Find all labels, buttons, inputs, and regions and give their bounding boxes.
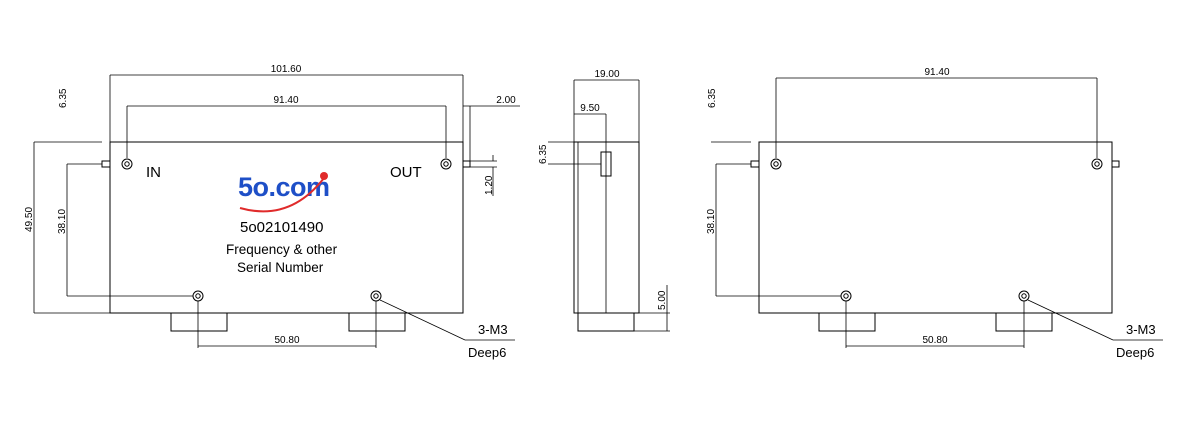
dim-depth: 19.00 [594, 69, 619, 80]
connector-in-stub [101, 160, 111, 168]
front-view: 101.60 91.40 2.00 6.35 49.50 38.10 1.20 [24, 64, 520, 360]
dim-foot: 5.00 [657, 290, 668, 310]
back-connector-right-stub [1111, 160, 1120, 168]
back-hole-top-left [770, 158, 782, 170]
dim-connector-pos: 9.50 [580, 103, 600, 114]
logo-dot [320, 172, 328, 180]
side-foot [577, 312, 635, 332]
logo-swoosh [239, 177, 325, 213]
note-line-1: Frequency & other [226, 242, 338, 257]
back-body [758, 141, 1113, 314]
hole-bottom-right [370, 290, 382, 302]
dim-height: 49.50 [24, 207, 35, 232]
front-foot-left [170, 312, 228, 332]
back-hole-bottom-right [1018, 290, 1030, 302]
brand-logo: 5o.com [238, 172, 330, 213]
side-body [573, 141, 640, 314]
front-body [109, 141, 464, 314]
dim-side-top-offset: 6.35 [538, 144, 549, 164]
dim-width: 101.60 [271, 64, 302, 75]
back-view: 91.40 6.35 38.10 50.80 3-M3 Deep6 [706, 67, 1163, 360]
dim-bottom-spacing: 50.80 [274, 335, 299, 346]
depth-label: Deep6 [468, 345, 506, 360]
back-connector-left-stub [750, 160, 760, 168]
back-hole-bottom-left [840, 290, 852, 302]
in-label: IN [146, 164, 161, 181]
hole-in [121, 158, 133, 170]
back-screw-label: 3-M3 [1126, 322, 1156, 337]
back-dim-bottom-spacing: 50.80 [922, 335, 947, 346]
back-foot-left [818, 312, 876, 332]
hole-out [440, 158, 452, 170]
screw-label: 3-M3 [478, 322, 508, 337]
side-view: 19.00 9.50 6.35 5.00 [538, 69, 670, 332]
logo-text: 5o.com [238, 172, 330, 202]
back-dim-hole-spacing: 91.40 [924, 67, 949, 78]
front-foot-right [348, 312, 406, 332]
dim-hole-height: 38.10 [57, 209, 68, 234]
connector-out-stub [462, 160, 471, 168]
hole-bottom-left [192, 290, 204, 302]
dim-hole-spacing: 91.40 [273, 95, 298, 106]
dim-top-offset: 6.35 [58, 88, 69, 108]
back-depth-label: Deep6 [1116, 345, 1154, 360]
note-line-2: Serial Number [237, 260, 324, 275]
back-hole-top-right [1091, 158, 1103, 170]
dim-connector-height: 1.20 [484, 175, 495, 195]
back-dim-top-offset: 6.35 [707, 88, 718, 108]
part-number: 5o02101490 [240, 219, 323, 236]
out-label: OUT [390, 164, 422, 181]
back-dim-hole-height: 38.10 [706, 209, 717, 234]
dim-connector: 2.00 [496, 95, 516, 106]
